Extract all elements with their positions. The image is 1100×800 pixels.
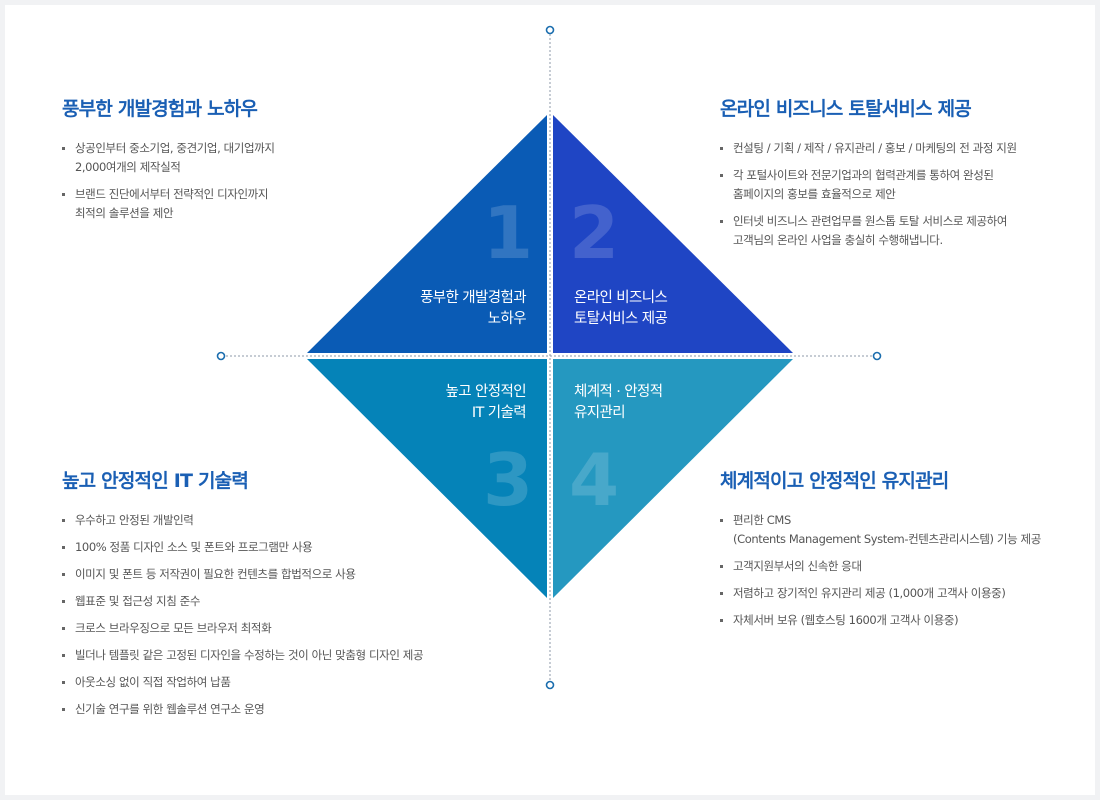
list-item-line: 편리한 CMS bbox=[733, 513, 791, 527]
list-item-line: 자체서버 보유 (웹호스팅 1600개 고객사 이용중) bbox=[733, 613, 959, 627]
quadrant-1-triangle bbox=[307, 115, 547, 353]
list-item: 우수하고 안정된 개발인력 bbox=[62, 511, 423, 530]
list-item-line: 저렴하고 장기적인 유지관리 제공 (1,000개 고객사 이용중) bbox=[733, 586, 1006, 600]
list-item-line: (Contents Management System-컨텐츠관리시스템) 기능… bbox=[733, 532, 1041, 546]
list-item-line: 컨설팅 / 기획 / 제작 / 유지관리 / 홍보 / 마케팅의 전 과정 지원 bbox=[733, 141, 1017, 155]
list-item: 크로스 브라우징으로 모든 브라우저 최적화 bbox=[62, 619, 423, 638]
list-item-line: 100% 정품 디자인 소스 및 폰트와 프로그램만 사용 bbox=[75, 540, 313, 554]
list-item-line: 인터넷 비즈니스 관련업무를 원스톱 토탈 서비스로 제공하여 bbox=[733, 214, 1008, 228]
list-item: 상공인부터 중소기업, 중견기업, 대기업까지 2,000여개의 제작실적 bbox=[62, 139, 275, 177]
quadrant-3-number: 3 bbox=[483, 438, 533, 522]
bullet-list: 우수하고 안정된 개발인력 100% 정품 디자인 소스 및 폰트와 프로그램만… bbox=[62, 511, 424, 719]
list-item-line: 고객님의 온라인 사업을 충실히 수행해냅니다. bbox=[733, 233, 943, 247]
list-item: 인터넷 비즈니스 관련업무를 원스톱 토탈 서비스로 제공하여 고객님의 온라인… bbox=[720, 212, 1017, 250]
list-item-line: 빌더나 템플릿 같은 고정된 디자인을 수정하는 것이 아닌 맞춤형 디자인 제… bbox=[75, 648, 424, 662]
list-item: 저렴하고 장기적인 유지관리 제공 (1,000개 고객사 이용중) bbox=[720, 584, 1041, 603]
list-item-line: 상공인부터 중소기업, 중견기업, 대기업까지 bbox=[75, 141, 275, 155]
section-title: 체계적이고 안정적인 유지관리 bbox=[720, 470, 949, 492]
list-item-line: 크로스 브라우징으로 모든 브라우저 최적화 bbox=[75, 621, 272, 635]
section-development-experience: 풍부한 개발경험과 노하우 상공인부터 중소기업, 중견기업, 대기업까지 2,… bbox=[62, 94, 275, 231]
list-item: 각 포털사이트와 전문기업과의 협력관계를 통하여 완성된 홈페이지의 홍보를 … bbox=[720, 166, 1017, 204]
list-item-line: 아웃소싱 없이 직접 작업하여 납품 bbox=[75, 675, 231, 689]
list-item-line: 홈페이지의 홍보를 효율적으로 제안 bbox=[733, 187, 896, 201]
quadrant-4-label: 체계적 · 안정적 유지관리 bbox=[574, 382, 663, 424]
list-item-line: 이미지 및 폰트 등 저작권이 필요한 컨텐츠를 합법적으로 사용 bbox=[75, 567, 356, 581]
list-item: 웹표준 및 접근성 지침 준수 bbox=[62, 592, 423, 611]
guide-endpoint-dot bbox=[545, 25, 555, 35]
quadrant-4-number: 4 bbox=[569, 438, 619, 522]
quadrant-1-label-line: 풍부한 개발경험과 bbox=[420, 290, 527, 306]
list-item: 아웃소싱 없이 직접 작업하여 납품 bbox=[62, 673, 423, 692]
quadrant-1-label-line: 노하우 bbox=[487, 311, 527, 327]
quadrant-2-label-line: 온라인 비즈니스 bbox=[574, 290, 668, 306]
guide-endpoint-dot bbox=[872, 351, 882, 361]
guide-endpoint-dot bbox=[545, 680, 555, 690]
section-title: 높고 안정적인 IT 기술력 bbox=[62, 470, 249, 492]
bullet-list: 편리한 CMS (Contents Management System-컨텐츠관… bbox=[720, 511, 1041, 630]
list-item: 자체서버 보유 (웹호스팅 1600개 고객사 이용중) bbox=[720, 611, 1041, 630]
list-item-line: 웹표준 및 접근성 지침 준수 bbox=[75, 594, 201, 608]
quadrant-4-triangle bbox=[553, 359, 793, 598]
list-item-line: 2,000여개의 제작실적 bbox=[75, 160, 181, 174]
quadrant-2-number: 2 bbox=[569, 191, 619, 275]
section-total-service: 온라인 비즈니스 토탈서비스 제공 컨설팅 / 기획 / 제작 / 유지관리 /… bbox=[720, 94, 1017, 258]
quadrant-4-label-line: 유지관리 bbox=[574, 405, 626, 421]
section-title: 온라인 비즈니스 토탈서비스 제공 bbox=[720, 98, 972, 120]
quadrant-1-label: 풍부한 개발경험과 노하우 bbox=[420, 288, 527, 330]
list-item-line: 최적의 솔루션을 제안 bbox=[75, 206, 174, 220]
list-item: 브랜드 진단에서부터 전략적인 디자인까지 최적의 솔루션을 제안 bbox=[62, 185, 275, 223]
quadrant-3-label-line: 높고 안정적인 bbox=[445, 384, 527, 400]
quadrant-3-label: 높고 안정적인 IT 기술력 bbox=[445, 382, 527, 424]
list-item: 컨설팅 / 기획 / 제작 / 유지관리 / 홍보 / 마케팅의 전 과정 지원 bbox=[720, 139, 1017, 158]
quadrant-4-label-line: 체계적 · 안정적 bbox=[574, 384, 663, 400]
quadrant-3-label-line: IT 기술력 bbox=[471, 405, 527, 421]
list-item: 고객지원부서의 신속한 응대 bbox=[720, 557, 1041, 576]
quadrant-2-triangle bbox=[553, 115, 793, 353]
list-item-line: 각 포털사이트와 전문기업과의 협력관계를 통하여 완성된 bbox=[733, 168, 994, 182]
quadrant-2-label-line: 토탈서비스 제공 bbox=[574, 311, 668, 327]
section-it-technology: 높고 안정적인 IT 기술력 우수하고 안정된 개발인력 100% 정품 디자인… bbox=[62, 466, 424, 727]
list-item: 100% 정품 디자인 소스 및 폰트와 프로그램만 사용 bbox=[62, 538, 423, 557]
list-item: 빌더나 템플릿 같은 고정된 디자인을 수정하는 것이 아닌 맞춤형 디자인 제… bbox=[62, 646, 424, 665]
section-maintenance: 체계적이고 안정적인 유지관리 편리한 CMS (Contents Manage… bbox=[720, 466, 1041, 638]
quadrant-1-number: 1 bbox=[483, 191, 533, 275]
list-item: 편리한 CMS (Contents Management System-컨텐츠관… bbox=[720, 511, 1041, 549]
guide-endpoint-dot bbox=[216, 351, 226, 361]
list-item-line: 고객지원부서의 신속한 응대 bbox=[733, 559, 862, 573]
quadrant-3-triangle bbox=[307, 359, 547, 598]
list-item-line: 브랜드 진단에서부터 전략적인 디자인까지 bbox=[75, 187, 269, 201]
quadrant-2-label: 온라인 비즈니스 토탈서비스 제공 bbox=[574, 288, 668, 330]
section-title: 풍부한 개발경험과 노하우 bbox=[62, 98, 258, 120]
list-item-line: 신기술 연구를 위한 웹솔루션 연구소 운영 bbox=[75, 702, 265, 716]
list-item: 신기술 연구를 위한 웹솔루션 연구소 운영 bbox=[62, 700, 423, 719]
bullet-list: 상공인부터 중소기업, 중견기업, 대기업까지 2,000여개의 제작실적 브랜… bbox=[62, 139, 275, 223]
bullet-list: 컨설팅 / 기획 / 제작 / 유지관리 / 홍보 / 마케팅의 전 과정 지원… bbox=[720, 139, 1017, 250]
list-item-line: 우수하고 안정된 개발인력 bbox=[75, 513, 194, 527]
list-item: 이미지 및 폰트 등 저작권이 필요한 컨텐츠를 합법적으로 사용 bbox=[62, 565, 423, 584]
